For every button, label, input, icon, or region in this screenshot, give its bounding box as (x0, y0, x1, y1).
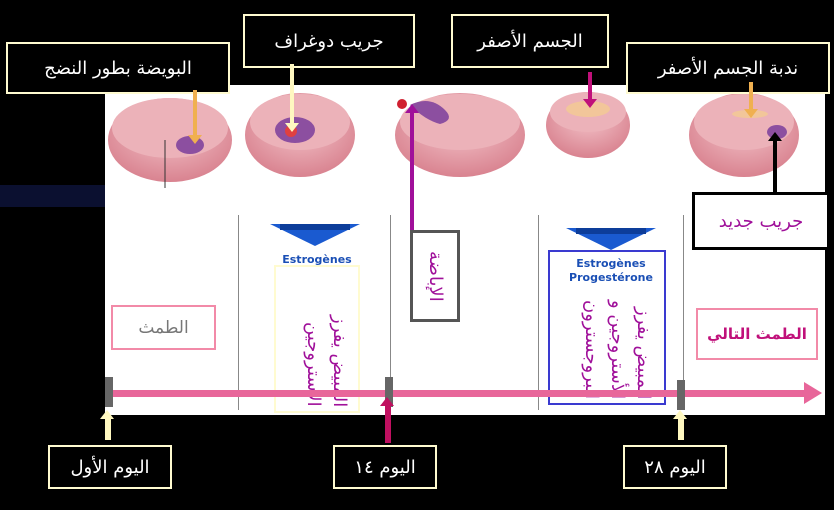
label-mature-ovum: البويضة بطور النضج (6, 42, 230, 94)
left-dark-tab (0, 185, 105, 207)
ovary-2 (245, 93, 355, 177)
phase-divider (390, 215, 391, 410)
timeline-marker-day1 (105, 377, 113, 407)
next-menstruation-box: الطمث التالي (696, 308, 818, 360)
label-new-follicle: جريب جديد (692, 192, 830, 250)
arrow-corpus-luteum-scar (744, 82, 758, 118)
ovulation-label: الإباضة (410, 230, 460, 322)
arrow-day14 (380, 397, 394, 443)
hormone-progesterone: Progestérone (569, 271, 653, 284)
phase-divider (238, 215, 239, 410)
arrow-graafian-follicle (285, 64, 299, 132)
arrow-corpus-luteum (583, 72, 597, 108)
hormone-estrogens-2: Estrogènes (576, 257, 646, 270)
phase-divider (538, 215, 539, 410)
arrow-mature-ovum (188, 90, 202, 144)
day-1-label: اليوم الأول (48, 445, 172, 489)
hormone-arrow-1 (270, 224, 360, 246)
day-28-label: اليوم ٢٨ (623, 445, 727, 489)
ovary-3 (395, 93, 525, 177)
day-14-label: اليوم ١٤ (333, 445, 437, 489)
secretion-estrogen-box: المبيض يفرز الأستروجين (274, 265, 360, 413)
arrow-day28 (673, 410, 687, 440)
menstruation-box: الطمث (111, 305, 216, 350)
label-corpus-luteum-scar: ندبة الجسم الأصفر (626, 42, 830, 94)
phase-divider (683, 215, 684, 410)
hormone-estrogens-1: Estrogènes (282, 253, 352, 266)
hormone-arrow-2 (566, 228, 656, 250)
timeline-marker-day14 (385, 377, 393, 407)
arrow-day1 (100, 410, 114, 440)
secretion-estrogen-progesterone-box: المبيض يفرز الأستروجين و البروجسترون (548, 250, 666, 405)
arrow-ovulation (405, 104, 419, 232)
ovary-4 (546, 92, 630, 158)
label-corpus-luteum: الجسم الأصفر (451, 14, 609, 68)
timeline-marker-day28 (677, 380, 685, 410)
label-graafian-follicle: جريب دوغراف (243, 14, 415, 68)
arrow-new-follicle (768, 132, 782, 192)
